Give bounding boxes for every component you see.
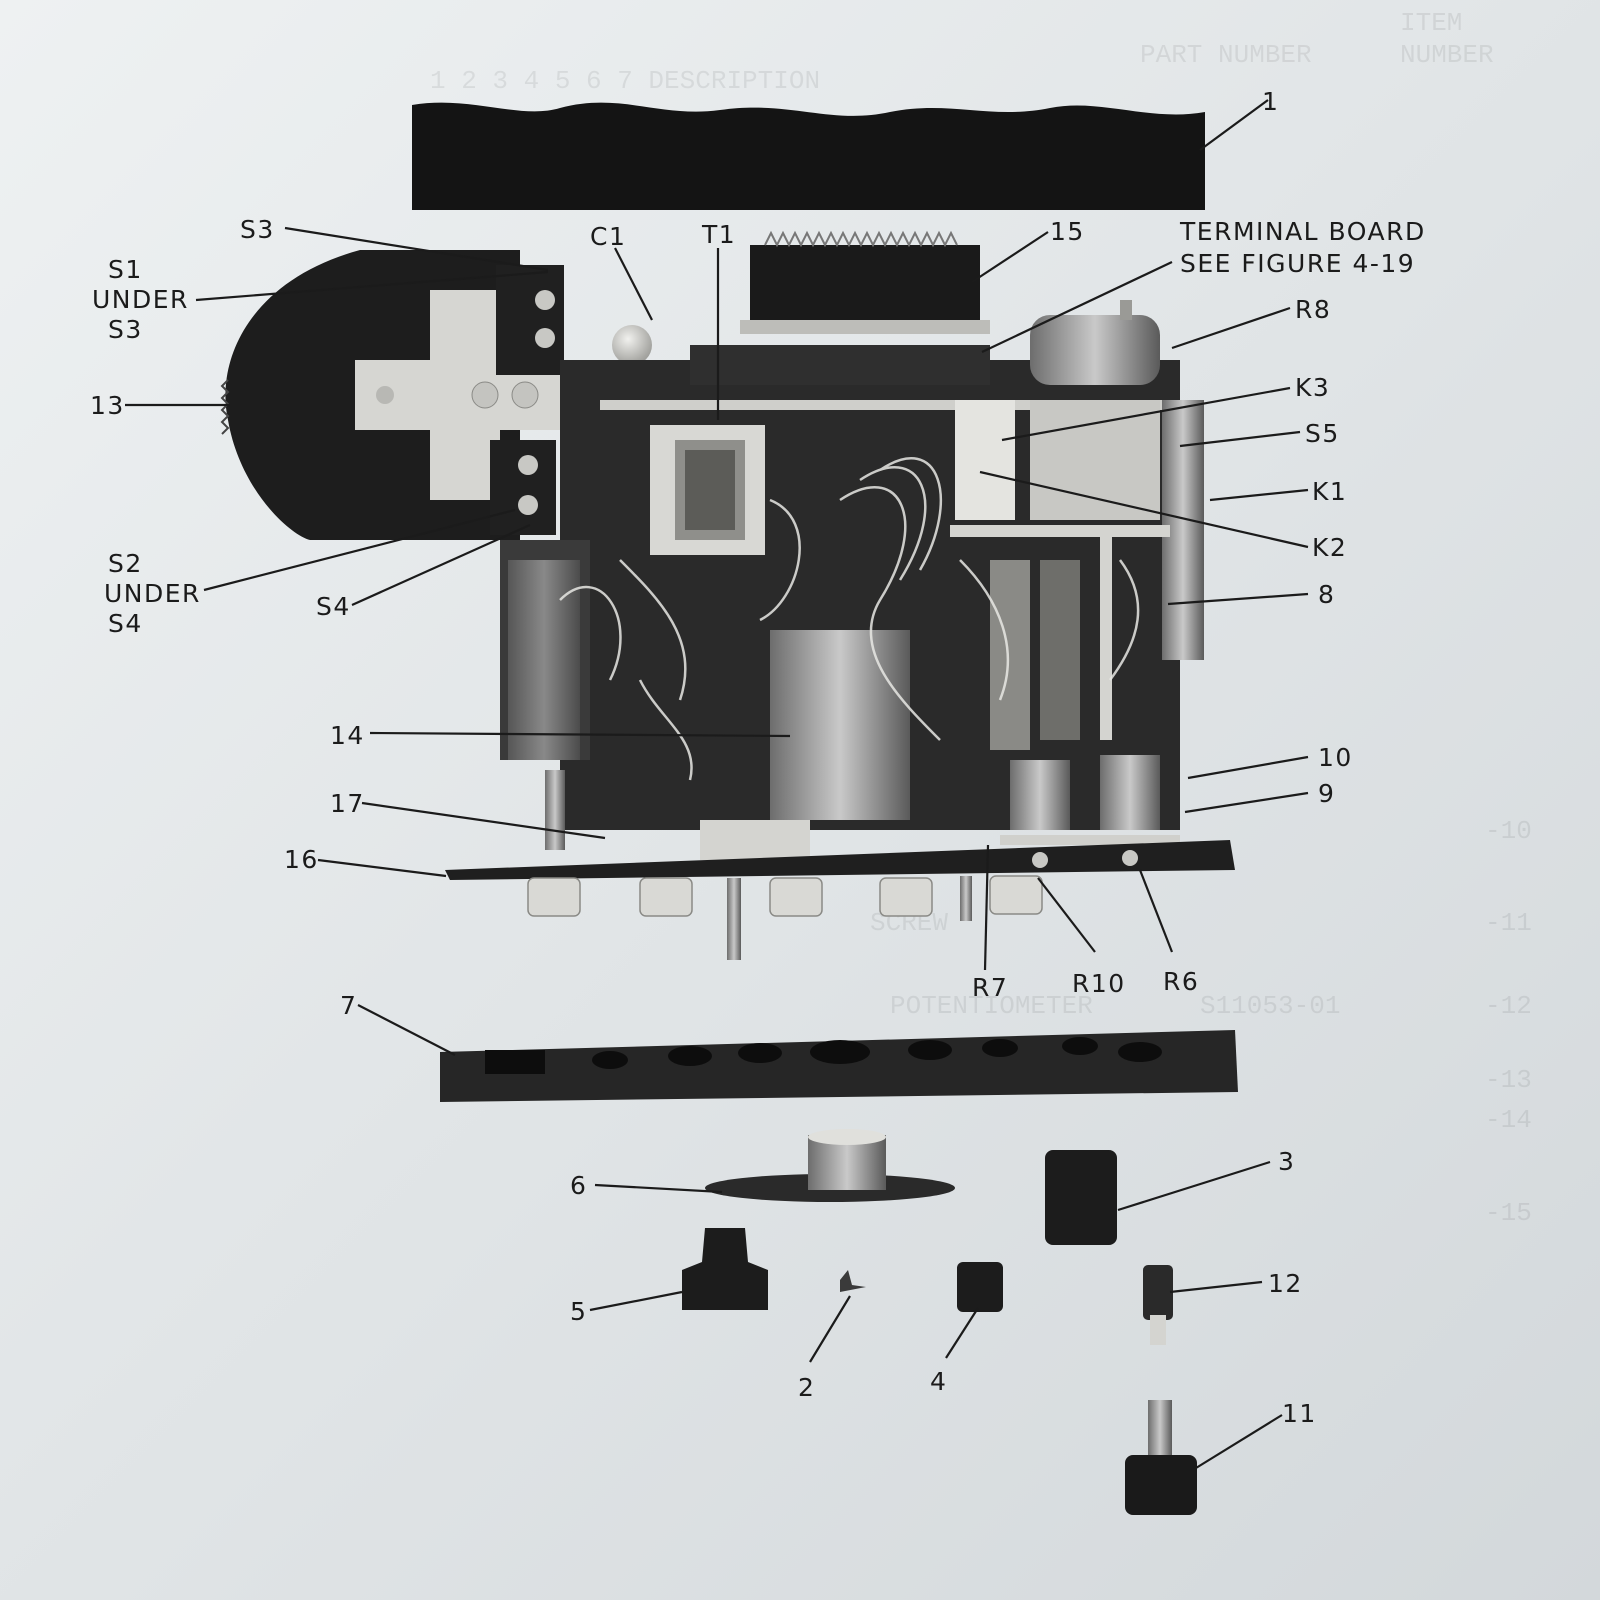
callout-13: 13 [90,391,125,420]
ghost-item-header: ITEM [1400,8,1462,38]
callout-s1-line3: S3 [108,315,143,344]
relay-k2-bracket [1030,400,1160,520]
callout-2: 2 [798,1373,815,1402]
capacitor-c1 [612,325,652,365]
ghost-row-12: -12 [1485,991,1532,1021]
callout-3: 3 [1278,1147,1295,1176]
callout-r10: R10 [1072,969,1126,998]
ghost-row-11: -11 [1485,908,1532,938]
callout-labels: 1 S3 C1 T1 15 TERMINAL BOARD SEE FIGURE … [90,87,1426,1428]
callout-r8: R8 [1295,295,1331,324]
switch-s3-body [496,265,564,375]
switch-s4-body [490,440,556,535]
control-r6-body [1100,755,1160,830]
callout-8: 8 [1318,580,1335,609]
callout-s2-line3: S4 [108,609,143,638]
ghost-description-header: 1 2 3 4 5 6 7 DESCRIPTION [430,66,820,96]
callout-k2: K2 [1312,533,1347,562]
callout-terminal-board-line1: TERMINAL BOARD [1179,217,1426,246]
callout-s5: S5 [1305,419,1340,448]
callout-terminal-board-line2: SEE FIGURE 4-19 [1180,249,1415,278]
base-plate-part-16 [445,840,1235,880]
callout-6: 6 [570,1171,587,1200]
callout-10: 10 [1318,743,1353,772]
relay-k3 [955,400,1015,520]
knob-part-4 [957,1262,1003,1312]
callout-11: 11 [1282,1399,1317,1428]
callout-c1: C1 [590,222,626,251]
callout-r6: R6 [1163,967,1199,996]
front-panel-part-7 [440,1030,1238,1102]
callout-5: 5 [570,1297,587,1326]
connector-part-15 [750,245,980,325]
callout-16: 16 [284,845,319,874]
callout-r7: R7 [972,973,1008,1002]
callout-s2-line1: S2 [108,549,143,578]
ghost-row-15: -15 [1485,1198,1532,1228]
callout-k3: K3 [1295,373,1330,402]
ghost-row-13: -13 [1485,1065,1532,1095]
callout-t1: T1 [701,220,736,249]
callout-1: 1 [1262,87,1279,116]
ghost-row-14: -14 [1485,1105,1532,1135]
callout-12: 12 [1268,1269,1303,1298]
ghost-partnumber-header: PART NUMBER [1140,40,1312,70]
callout-4: 4 [930,1367,947,1396]
callout-s1-line1: S1 [108,255,143,284]
leader-lines [125,99,1309,1469]
callout-14: 14 [330,721,365,750]
potentiometer-part-11 [1125,1455,1197,1515]
callout-17: 17 [330,789,365,818]
ghost-potentiometer: POTENTIOMETER [890,991,1093,1021]
control-r10-body [1010,760,1070,830]
callout-7: 7 [340,991,357,1020]
motor-part-14 [770,630,910,820]
callout-15: 15 [1050,217,1085,246]
potentiometer-r8 [1030,315,1160,385]
callout-s1-line2: UNDER [92,285,189,314]
callout-s3-top: S3 [240,215,275,244]
shaft-part-12 [1143,1265,1173,1320]
ghost-part-s11053: S11053-01 [1200,991,1340,1021]
callout-s4: S4 [316,592,351,621]
callout-9: 9 [1318,779,1335,808]
clip-part-2 [840,1270,866,1292]
callout-k1: K1 [1312,477,1347,506]
cover-part-1 [412,102,1205,210]
callout-s2-line2: UNDER [104,579,201,608]
bracket-part-17 [700,820,810,860]
knob-part-5 [682,1228,768,1310]
ghost-row-10: -10 [1485,816,1532,846]
knob-part-3 [1045,1150,1117,1245]
cross-bracket [355,290,560,500]
assembly-photo [220,102,1238,1515]
ghost-number-header: NUMBER [1400,40,1494,70]
bleed-through-text: ITEM NUMBER PART NUMBER 1 2 3 4 5 6 7 DE… [430,8,1532,1228]
